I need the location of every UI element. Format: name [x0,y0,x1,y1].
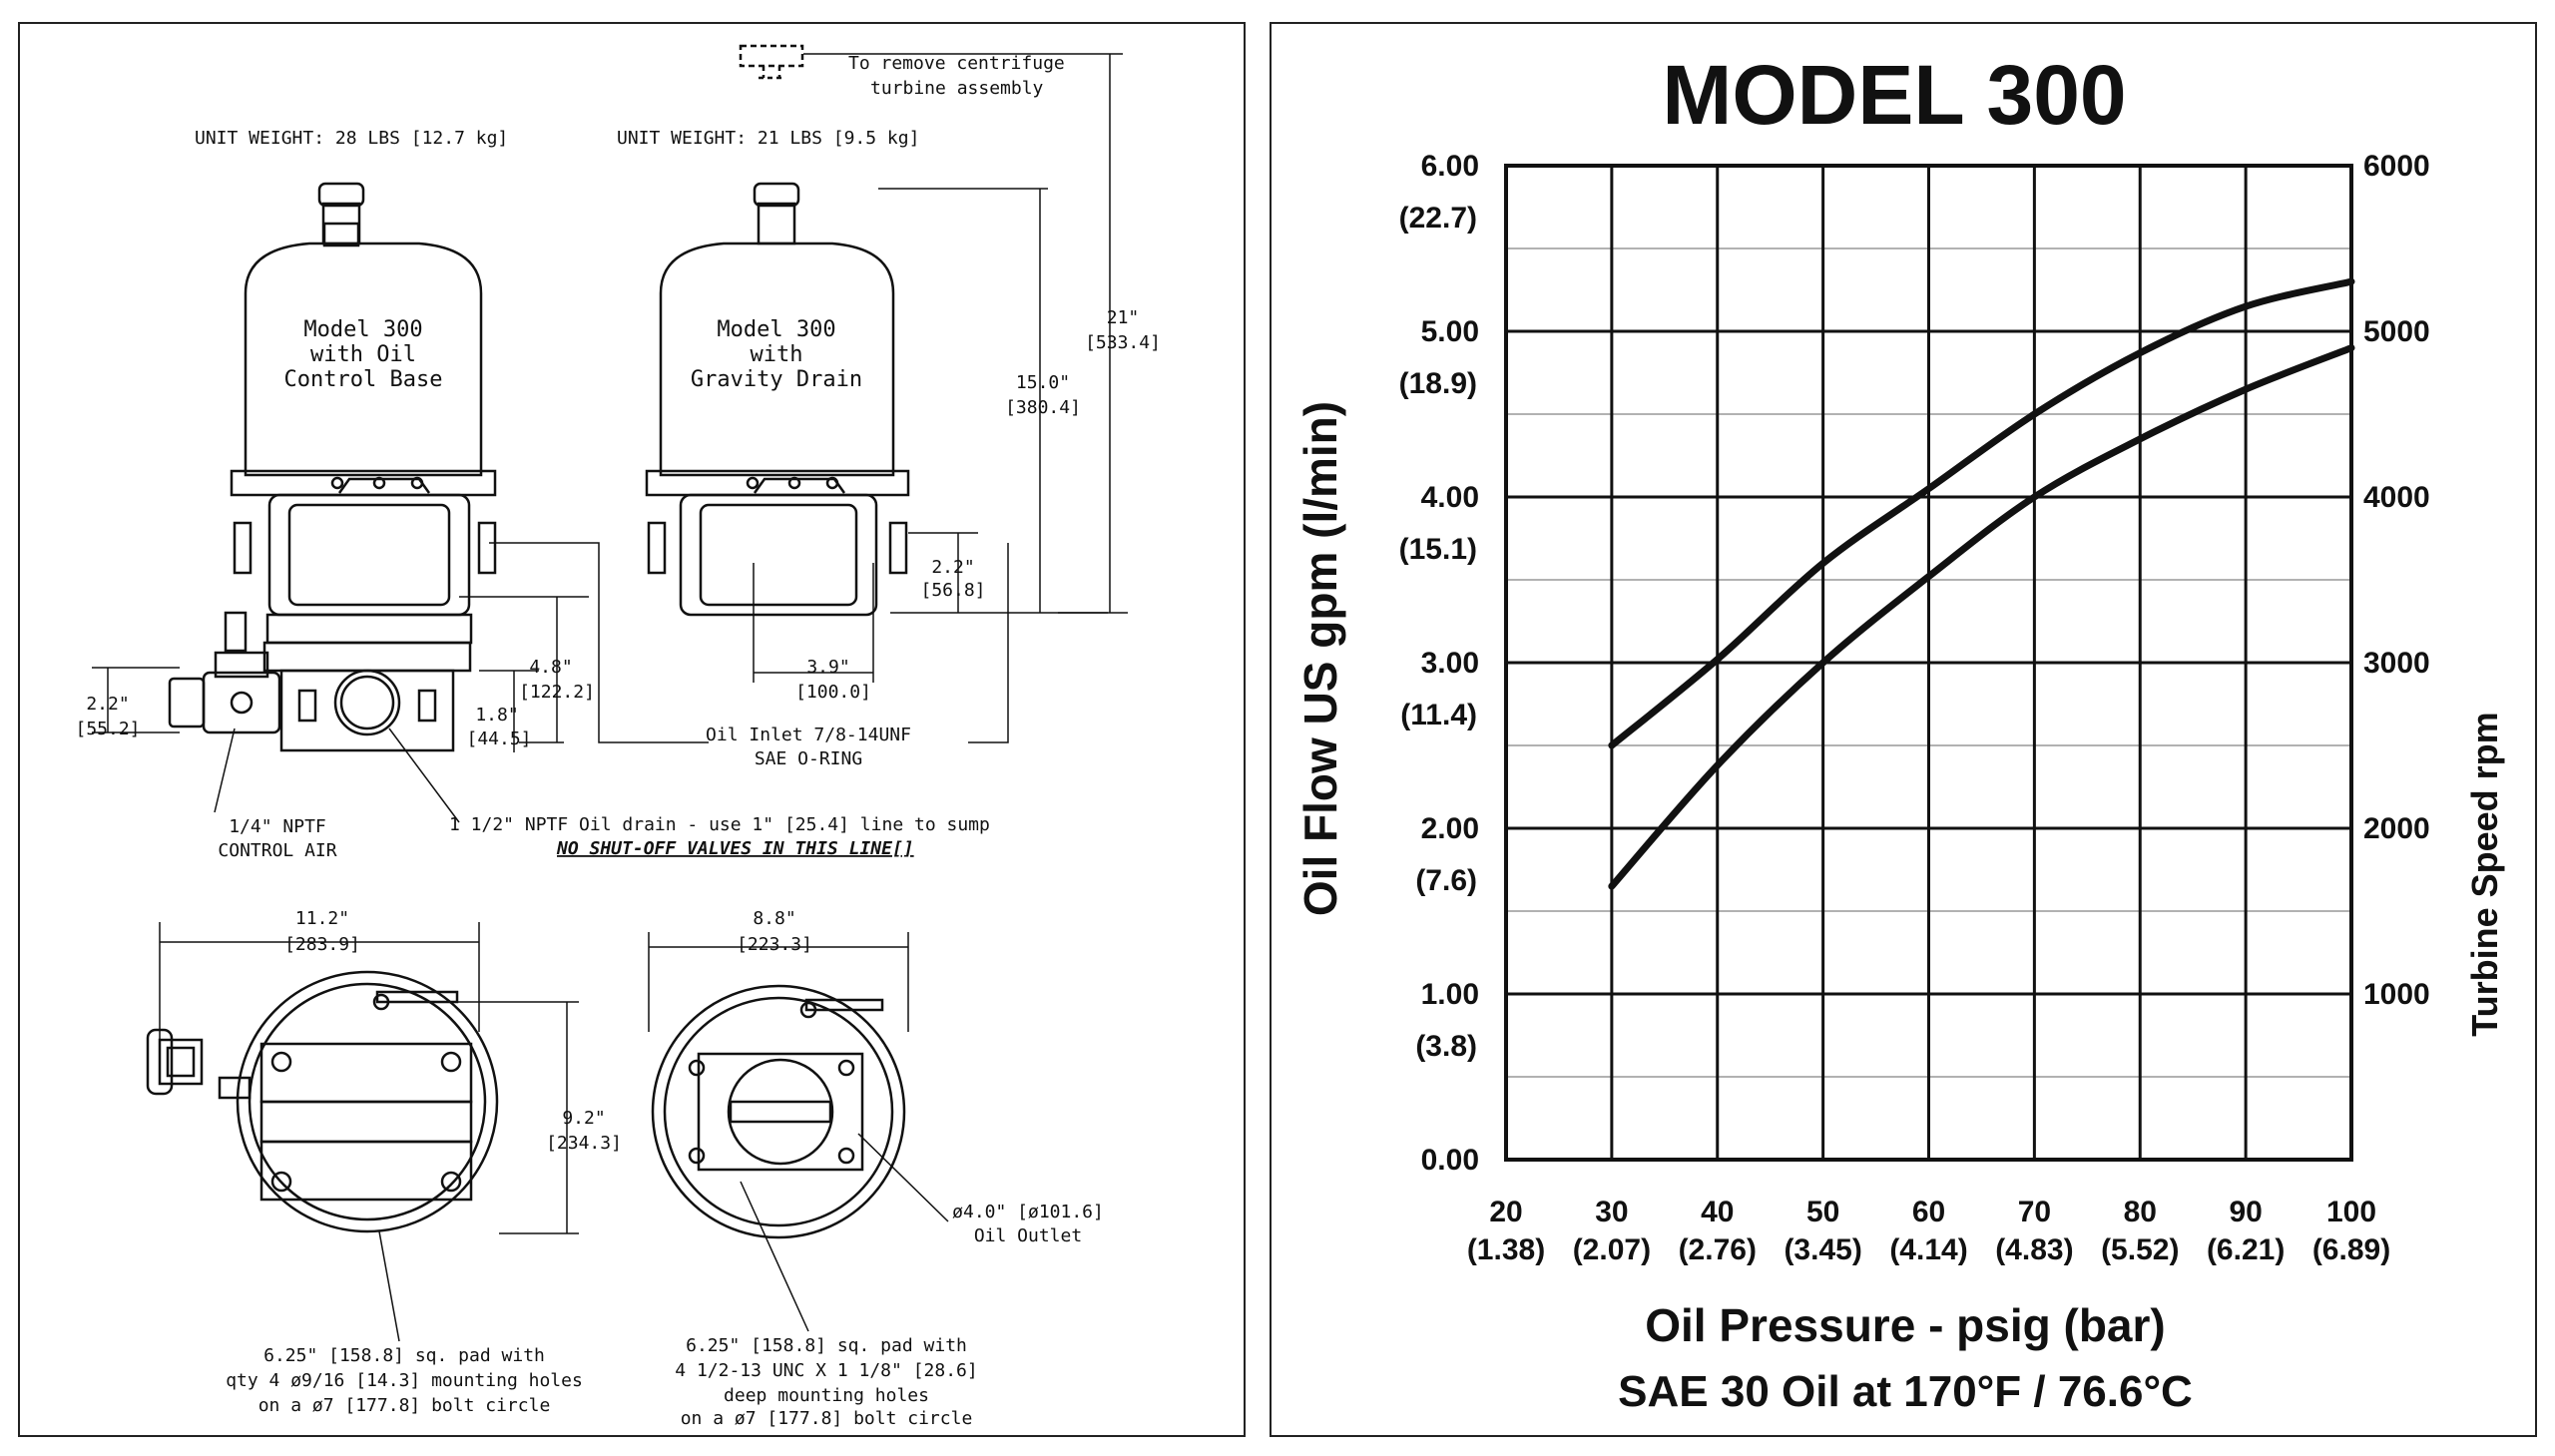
x-tick-label: 60 [1912,1196,1945,1228]
unit1-label-line1: Model 300 [303,317,422,342]
dim-9-2-mm: [234.3] [546,1133,622,1154]
unit-gravity-drain-side-view [645,182,910,617]
x-tick-label: 70 [2018,1196,2051,1228]
y2-axis-label: Turbine Speed rpm [2464,712,2505,1036]
dim-1-8-mm: [44.5] [466,728,531,749]
dim-11-2-mm: [283.9] [284,934,360,955]
unit-oil-control-base-side-view [168,182,497,752]
dim-4-8-mm: [122.2] [519,682,595,703]
oil-drain-note: 1 1/2" NPTF Oil drain - use 1" [25.4] li… [449,814,990,835]
dim-9-2-in: 9.2" [562,1108,605,1129]
y-tick-lpm-label: (7.6) [1415,864,1477,897]
y2-tick-label: 4000 [2363,481,2430,514]
unit-oil-control-base-plan-view [146,970,499,1233]
y-tick-label: 6.00 [1421,150,1479,183]
pad-right-line1: 6.25" [158.8] sq. pad with [686,1335,967,1356]
dim-21-in: 21" [1107,307,1140,328]
plot-area-border [1504,164,2353,1162]
x-tick-label: 20 [1489,1196,1522,1228]
y-tick-label: 4.00 [1421,481,1479,514]
y-tick-label: 0.00 [1421,1144,1479,1177]
x-tick-label: 50 [1806,1196,1839,1228]
x-tick-label: 90 [2229,1196,2262,1228]
y-tick-lpm-label: (11.4) [1400,699,1477,731]
y-tick-label: 2.00 [1421,812,1479,845]
y-tick-lpm-label: (22.7) [1399,202,1477,235]
unit2-label-line3: Gravity Drain [691,367,862,392]
oil-inlet-line1: Oil Inlet 7/8-14UNF [706,725,911,745]
centrifuge-note-line1: To remove centrifuge [848,53,1065,74]
chart-title: MODEL 300 [1662,48,2126,142]
performance-chart: MODEL 300 20 (1.38) 30 (2.07) 40 (2.76) 50 (3.4… [1294,48,2505,1416]
x-tick-label: 100 [2326,1196,2376,1228]
pad-right-line4: on a ø7 [177.8] bolt circle [681,1408,973,1429]
pad-left-line2: qty 4 ø9/16 [14.3] mounting holes [226,1370,583,1391]
x-tick-label: 30 [1595,1196,1628,1228]
x-tick-bar-label: (1.38) [1467,1233,1545,1266]
y2-tick-label: 6000 [2363,150,2430,183]
dimension-drawing: To remove centrifuge turbine assembly UN… [75,44,1161,1429]
turbine-speed-curve [1608,344,2355,890]
x-tick-bar-label: (4.83) [1995,1233,2073,1266]
oil-flow-curve [1608,277,2355,749]
oil-outlet-label: Oil Outlet [974,1225,1082,1246]
centrifuge-note-line2: turbine assembly [870,78,1044,99]
x-tick-label: 40 [1701,1196,1734,1228]
y2-tick-label: 5000 [2363,315,2430,348]
no-shutoff-warning: NO SHUT-OFF VALVES IN THIS LINE[] [556,838,914,859]
chart-subtitle: SAE 30 Oil at 170°F / 76.6°C [1618,1367,2193,1416]
y-tick-lpm-label: (18.9) [1399,367,1477,400]
x-axis-label: Oil Pressure - psig (bar) [1645,1299,2165,1351]
unit2-label-line2: with [751,342,803,367]
dimension-drawing-panel: To remove centrifuge turbine assembly UN… [18,22,1246,1437]
control-air-line2: CONTROL AIR [218,840,336,861]
y-tick-lpm-label: (3.8) [1415,1030,1477,1063]
x-tick-bar-label: (3.45) [1784,1233,1861,1266]
x-tick-bar-label: (4.14) [1889,1233,1967,1266]
dim-8-8-mm: [223.3] [737,934,812,955]
dim-2-2-left-mm: [55.2] [75,719,140,739]
dim-2-2-left-in: 2.2" [86,694,129,715]
oil-outlet-size: ø4.0" [ø101.6] [952,1202,1104,1222]
x-tick-label: 80 [2124,1196,2157,1228]
y-tick-label: 1.00 [1421,978,1479,1011]
unit-gravity-drain-plan-view [651,984,906,1239]
pad-right-line3: deep mounting holes [724,1385,929,1406]
pad-left-line1: 6.25" [158.8] sq. pad with [263,1345,545,1366]
dim-3-9-in: 3.9" [806,657,849,678]
unit1-label-line3: Control Base [284,367,443,392]
x-tick-bar-label: (2.76) [1679,1233,1757,1266]
x-tick-bar-label: (6.21) [2207,1233,2285,1266]
dim-1-8-in: 1.8" [475,705,518,726]
unit2-label-line1: Model 300 [717,317,835,342]
x-tick-bar-label: (6.89) [2312,1233,2390,1266]
dim-2-2-right-in: 2.2" [931,557,974,578]
y-tick-lpm-label: (15.1) [1399,533,1477,566]
y-axis-label: Oil Flow US gpm (l/min) [1294,401,1346,916]
dim-15-in: 15.0" [1016,372,1070,393]
x-tick-bar-label: (5.52) [2101,1233,2179,1266]
dim-15-mm: [380.4] [1005,397,1081,418]
y-tick-label: 5.00 [1421,315,1479,348]
performance-chart-panel: MODEL 300 20 (1.38) 30 (2.07) 40 (2.76) 50 (3.4… [1270,22,2537,1437]
dim-4-8-in: 4.8" [529,657,572,678]
dim-21-mm: [533.4] [1085,332,1161,353]
turbine-removal-marker [739,44,804,68]
y2-tick-label: 1000 [2363,978,2430,1011]
oil-inlet-line2: SAE O-RING [755,748,862,769]
dim-2-2-right-mm: [56.8] [920,580,985,601]
y2-tick-label: 3000 [2363,647,2430,680]
dim-3-9-mm: [100.0] [795,682,871,703]
pad-left-line3: on a ø7 [177.8] bolt circle [258,1395,551,1416]
weight-gravity-drain: UNIT WEIGHT: 21 LBS [9.5 kg] [617,128,919,149]
dim-11-2-in: 11.2" [295,908,349,929]
y-tick-label: 3.00 [1421,647,1479,680]
control-air-line1: 1/4" NPTF [229,816,326,837]
x-tick-bar-label: (2.07) [1573,1233,1651,1266]
unit1-label-line2: with Oil [310,342,416,367]
pad-right-line2: 4 1/2-13 UNC X 1 1/8" [28.6] [675,1360,977,1381]
dim-8-8-in: 8.8" [753,908,795,929]
weight-oil-control-base: UNIT WEIGHT: 28 LBS [12.7 kg] [195,128,508,149]
y2-tick-label: 2000 [2363,812,2430,845]
